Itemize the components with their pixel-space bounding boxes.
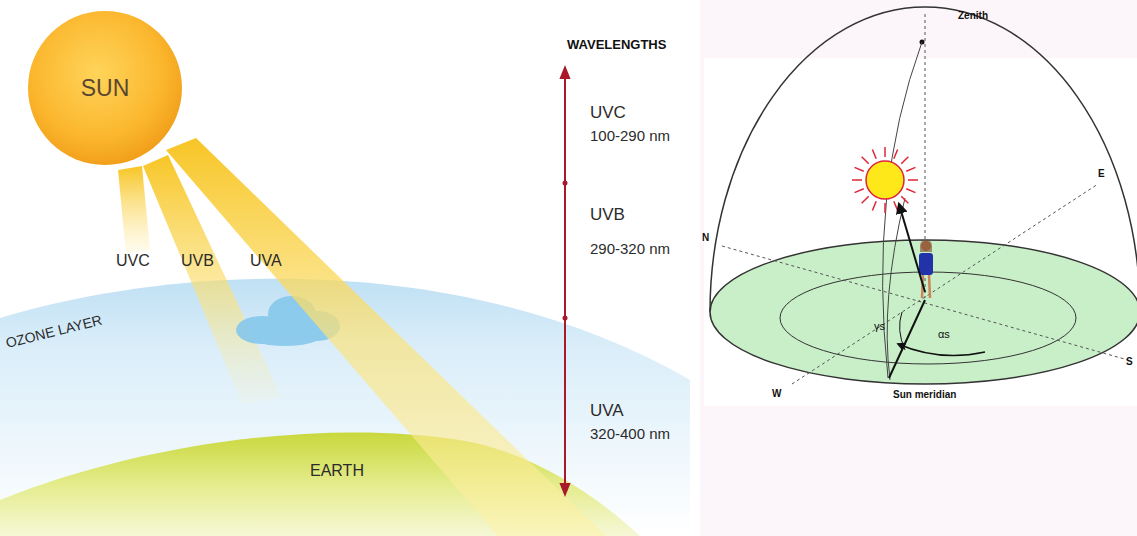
beam-label: UVB [181,252,214,270]
sun-vector [899,204,925,292]
inner-circle [780,272,1076,364]
sun-ray [901,157,908,164]
sun-ray [894,201,898,210]
band-name: UVC [590,104,626,123]
angle-label: αs [938,328,950,340]
sun-vertical [887,198,905,380]
uva-beam [166,138,606,536]
compass-label: W [772,388,781,399]
azimuth-line [889,300,925,378]
sun-ray [906,189,915,193]
meridian-label: Sun meridian [893,389,956,400]
band-range: 290-320 nm [590,241,670,258]
beam-label: UVA [250,252,282,270]
sun-ray [852,179,862,181]
band-name: UVA [590,402,624,421]
azimuth-arc [898,344,985,356]
sun-ray [862,157,869,164]
sun-ray [855,167,864,171]
beam-label: UVC [116,252,150,270]
compass-label: N [702,232,709,243]
scale-tick [563,181,568,186]
sun-ray [872,201,876,210]
band-range: 100-290 nm [590,128,670,145]
scale-title: WAVELENGTHS [567,38,666,52]
sun-ray [906,167,915,171]
sun-ray [894,150,898,159]
sun-ray [862,196,869,203]
scale-tick [563,316,568,321]
sun-ray [908,179,918,181]
uvc-beam [118,166,150,254]
sun-ray [884,147,886,157]
earth-label: EARTH [310,462,364,480]
altitude-arc [900,312,905,350]
band-name: UVB [590,206,625,225]
sun-outline [28,11,182,165]
sun-rays [852,147,918,213]
sun-ray [884,203,886,213]
axis-lines [722,14,1128,384]
direction-label: Zenith [958,10,988,21]
sun-symbol [866,161,904,199]
wavelength-scale [564,72,566,490]
sun-ray [872,150,876,159]
ground-plane [710,240,1137,384]
sun-ray [855,189,864,193]
compass-label: E [1098,168,1105,179]
compass-label: S [1126,356,1133,367]
node-label: SUN [81,75,130,102]
observer [919,240,933,298]
angle-label: γs [874,320,885,332]
band-range: 320-400 nm [590,426,670,443]
sun-circle: SUN [27,10,183,166]
sun-ray [901,196,908,203]
